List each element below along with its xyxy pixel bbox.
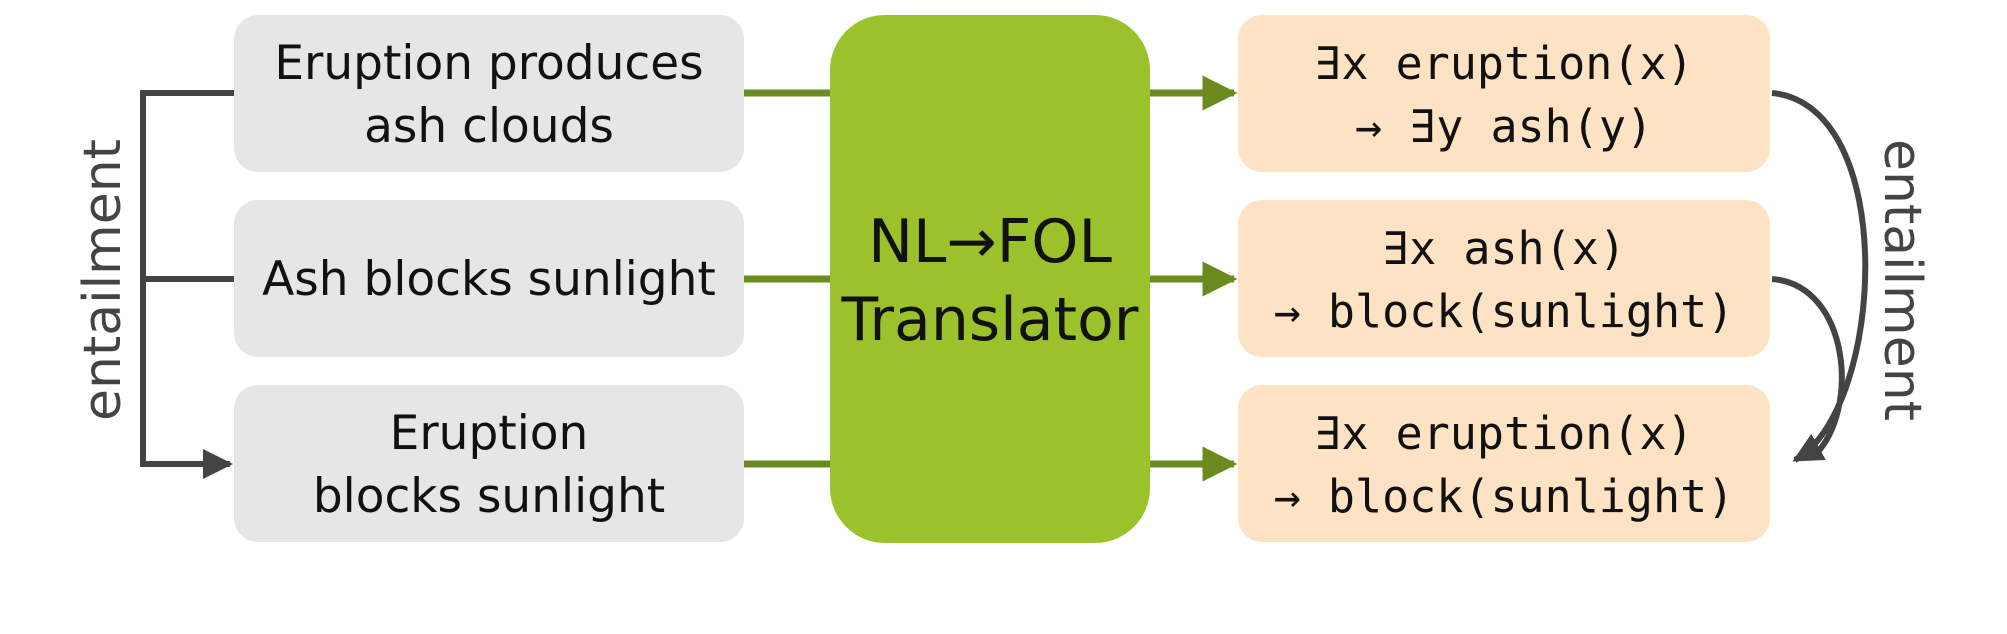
premise-text: blocks sunlight [313, 469, 665, 524]
premise-3: Eruption blocks sunlight [234, 385, 744, 542]
premise-box [234, 15, 744, 172]
left-entailment-label: entailment [73, 139, 133, 421]
premise-box [234, 385, 744, 542]
formula-box [1238, 200, 1770, 357]
formula-text: ∃x eruption(x) [1314, 37, 1693, 90]
premise-text: Ash blocks sunlight [262, 252, 716, 307]
formula-2: ∃x ash(x) → block(sunlight) [1238, 200, 1770, 357]
formula-text: ∃x eruption(x) [1314, 407, 1693, 460]
formula-1: ∃x eruption(x) → ∃y ash(y) [1238, 15, 1770, 172]
premise-2: Ash blocks sunlight [234, 200, 744, 357]
premise-text: Eruption produces [274, 36, 703, 91]
left-entailment-bracket [140, 90, 238, 479]
output-arrows [1150, 75, 1238, 482]
translator-block: NL→FOL Translator [830, 15, 1150, 543]
formula-box [1238, 15, 1770, 172]
premise-1: Eruption produces ash clouds [234, 15, 744, 172]
premise-box [234, 200, 744, 357]
premise-text: ash clouds [364, 99, 614, 154]
right-entailment-curves [1771, 90, 1869, 463]
translator-subtitle: Translator [841, 285, 1139, 355]
formula-3: ∃x eruption(x) → block(sunlight) [1238, 385, 1770, 542]
formula-text: ∃x ash(x) [1382, 222, 1626, 275]
formula-text: → block(sunlight) [1274, 470, 1735, 523]
formula-box [1238, 385, 1770, 542]
formula-text: → block(sunlight) [1274, 285, 1735, 338]
translator-box [830, 15, 1150, 543]
translator-title: NL→FOL [868, 207, 1112, 277]
right-entailment-label: entailment [1872, 139, 1932, 421]
premise-text: Eruption [390, 406, 589, 461]
input-connectors [744, 89, 832, 468]
formula-text: → ∃y ash(y) [1355, 100, 1653, 153]
